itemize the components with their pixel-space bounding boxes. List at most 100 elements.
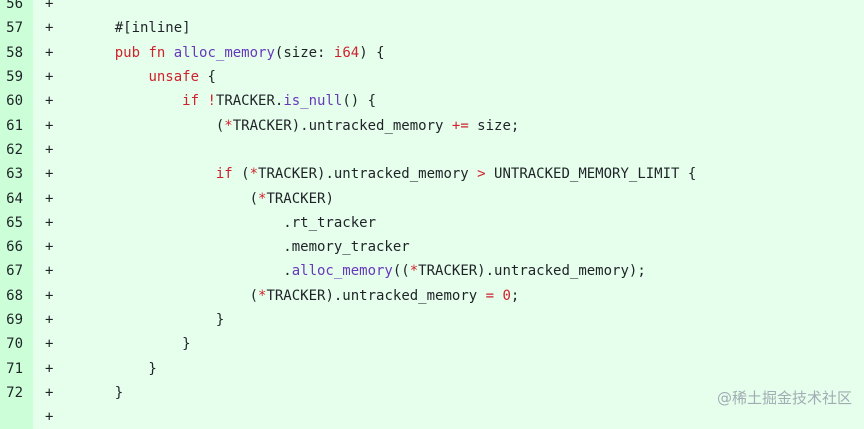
code-token: ( bbox=[81, 117, 225, 134]
diff-added-marker: + bbox=[45, 239, 54, 256]
code-token: { bbox=[199, 69, 216, 86]
code-token: ! bbox=[207, 93, 216, 110]
code-line: } bbox=[81, 360, 157, 377]
code-token: * bbox=[409, 263, 419, 280]
diff-added-marker: + bbox=[45, 93, 54, 110]
code-line: .alloc_memory((*TRACKER).untracked_memor… bbox=[81, 263, 646, 280]
code-token: } bbox=[81, 336, 191, 353]
code-line: unsafe { bbox=[81, 69, 216, 86]
code-token: TRACKER).untracked_memory bbox=[232, 117, 452, 134]
code-token bbox=[81, 69, 148, 85]
code-token: > bbox=[477, 166, 486, 183]
code-line: (*TRACKER).untracked_memory += size; bbox=[81, 118, 519, 134]
code-token: . bbox=[81, 263, 292, 280]
diff-line: 69 + } bbox=[0, 307, 864, 333]
code-token: () { bbox=[342, 93, 377, 110]
code-token: TRACKER) bbox=[266, 190, 334, 207]
diff-line: 67 + .alloc_memory((*TRACKER).untracked_m… bbox=[0, 259, 864, 284]
code-token: * bbox=[258, 287, 267, 304]
code-token: * bbox=[224, 117, 233, 134]
line-number[interactable] bbox=[0, 405, 33, 429]
line-number[interactable]: 64 bbox=[0, 186, 33, 211]
diff-added-marker: + bbox=[45, 263, 54, 280]
code-token: #[inline] bbox=[81, 20, 191, 37]
code-line: #[inline] bbox=[81, 20, 191, 36]
line-number[interactable]: 68 bbox=[0, 283, 33, 308]
diff-line: 63+ if (*TRACKER).untracked_memory > UNT… bbox=[0, 162, 864, 187]
code-line: .memory_tracker bbox=[81, 239, 409, 255]
diff-added-marker: + bbox=[45, 384, 54, 401]
diff-line: + bbox=[0, 405, 864, 429]
code-line: (*TRACKER).untracked_memory = 0; bbox=[81, 287, 520, 304]
diff-line: 56 + bbox=[0, 0, 864, 17]
code-token: fn bbox=[148, 44, 166, 61]
code-line: if !TRACKER.is_null() { bbox=[81, 93, 376, 109]
watermark: @稀土掘金技术社区 bbox=[716, 389, 852, 407]
code-token: TRACKER).untracked_memory bbox=[258, 166, 478, 183]
code-token: ( bbox=[81, 287, 259, 304]
code-token: ) { bbox=[359, 44, 385, 61]
code-token: ( bbox=[232, 166, 250, 183]
code-token: } bbox=[81, 384, 124, 401]
code-token: alloc_memory bbox=[173, 44, 275, 61]
line-number[interactable]: 72 bbox=[0, 380, 33, 406]
code-line: pub fn alloc_memory(size: i64) { bbox=[81, 45, 385, 61]
code-line: } bbox=[81, 385, 123, 401]
code-token: (size: bbox=[274, 44, 334, 61]
diff-line: 62 + bbox=[0, 137, 864, 163]
diff-line: 71 + } bbox=[0, 356, 864, 381]
code-token: if bbox=[215, 166, 233, 183]
diff-added-marker: + bbox=[45, 0, 54, 13]
code-token: i64 bbox=[333, 44, 360, 61]
code-token bbox=[81, 45, 115, 61]
code-token: is_null bbox=[283, 93, 343, 110]
diff-line: 68 + (*TRACKER).untracked_memory = 0; bbox=[0, 283, 864, 308]
line-number[interactable]: 60 bbox=[0, 89, 33, 114]
code-token: pub bbox=[114, 44, 141, 61]
code-token: .rt_tracker bbox=[81, 214, 377, 231]
line-number[interactable]: 62 bbox=[0, 137, 33, 163]
code-token: TRACKER).untracked_memory); bbox=[418, 263, 646, 280]
code-token bbox=[81, 93, 182, 109]
diff-added-marker: + bbox=[45, 141, 54, 158]
diff-added-marker: + bbox=[45, 360, 54, 377]
line-number[interactable]: 59 bbox=[0, 64, 33, 90]
diff-added-marker: + bbox=[45, 190, 54, 207]
line-number[interactable]: 67 bbox=[0, 259, 33, 284]
diff-line: 66 + .memory_tracker bbox=[0, 234, 864, 260]
code-token: if bbox=[182, 93, 200, 110]
diff-added-marker: + bbox=[45, 336, 54, 353]
diff-line: 61+ (*TRACKER).untracked_memory += size; bbox=[0, 113, 864, 138]
line-number[interactable]: 65 bbox=[0, 210, 33, 235]
code-token: ; bbox=[510, 287, 520, 304]
code-line: .rt_tracker bbox=[81, 215, 376, 231]
diff-added-marker: + bbox=[45, 69, 54, 86]
line-number[interactable]: 66 bbox=[0, 234, 33, 260]
code-token: += bbox=[451, 117, 469, 134]
code-token: * bbox=[249, 166, 259, 183]
line-number[interactable]: 57 bbox=[0, 16, 33, 41]
diff-added-marker: + bbox=[45, 312, 54, 328]
line-number[interactable]: 56 bbox=[0, 0, 33, 17]
diff-line: 70 + } bbox=[0, 332, 864, 357]
code-token: } bbox=[81, 360, 157, 377]
line-number[interactable]: 63 bbox=[0, 162, 33, 187]
code-token: unsafe bbox=[148, 69, 200, 86]
code-token: size; bbox=[468, 117, 520, 134]
line-number[interactable]: 61 bbox=[0, 113, 33, 138]
line-number[interactable]: 58 bbox=[0, 40, 33, 65]
line-number[interactable]: 71 bbox=[0, 356, 33, 381]
code-line: } bbox=[81, 312, 224, 328]
code-token: UNTRACKED_MEMORY_LIMIT { bbox=[485, 166, 697, 183]
code-token: ( bbox=[81, 190, 259, 207]
line-number[interactable]: 70 bbox=[0, 332, 33, 357]
diff-added-marker: + bbox=[45, 287, 54, 304]
code-token bbox=[165, 45, 173, 61]
code-token: TRACKER).untracked_memory bbox=[266, 287, 486, 304]
code-token: = bbox=[485, 287, 495, 304]
code-token bbox=[81, 166, 216, 182]
diff-line: 72 + } bbox=[0, 380, 864, 406]
line-number[interactable]: 69 bbox=[0, 307, 33, 333]
code-token: TRACKER. bbox=[215, 93, 284, 110]
